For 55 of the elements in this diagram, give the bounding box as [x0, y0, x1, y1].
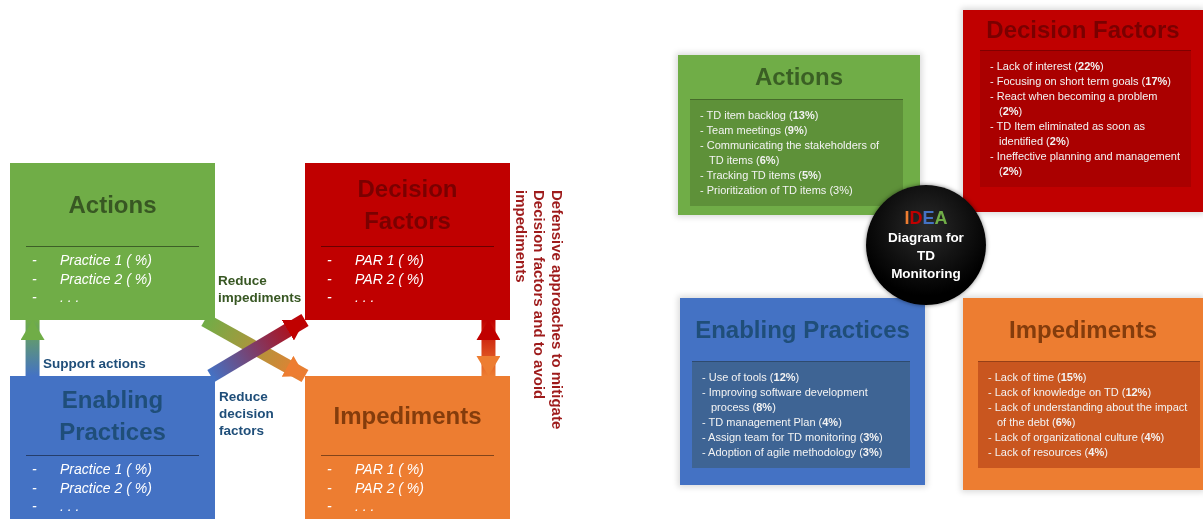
- list-item: - Focusing on short term goals (17%): [990, 74, 1172, 89]
- edge-label: Support actions: [43, 355, 147, 372]
- list-item: - Assign team for TD monitoring (3%): [702, 430, 884, 445]
- card-title: Actions: [755, 63, 843, 91]
- list-item: - Lack of time (15%): [988, 370, 1088, 385]
- list-item: - . . .: [32, 497, 81, 516]
- list-item: - Ineffective planning and management (2%): [990, 149, 1181, 179]
- list-item: - Practice 2 ( %): [32, 478, 153, 497]
- list-item: - PAR 1 ( %): [327, 251, 425, 270]
- list-item: - Lack of organizational culture (4%): [988, 430, 1166, 445]
- arrow: [476, 320, 501, 376]
- category-box: [10, 163, 215, 320]
- list-item: - Lack of resources (4%): [988, 445, 1109, 460]
- list-item: - PAR 2 ( %): [327, 269, 425, 288]
- list-item: - Team meetings (9%): [700, 123, 809, 138]
- list-item: - Practice 1 ( %): [32, 251, 153, 270]
- category-card: [963, 10, 1203, 212]
- list-item: - Practice 1 ( %): [32, 460, 153, 479]
- list-item: - Communicating the stakeholders of TD items (6%): [700, 138, 881, 168]
- box-title: Impediments: [333, 400, 482, 431]
- list-item: - . . .: [327, 497, 376, 516]
- list-item: - . . .: [32, 288, 81, 307]
- category-box: [305, 163, 510, 320]
- edge-label: Reduce decision factors: [219, 388, 275, 439]
- list-item: - Adoption of agile methodology (3%): [702, 445, 884, 460]
- card-title: Impediments: [1009, 315, 1157, 344]
- list-item: - . . .: [327, 288, 376, 307]
- list-item: - TD management Plan (4%): [702, 415, 843, 430]
- edge-label: Reduce impediments: [218, 272, 303, 306]
- list-item: - PAR 2 ( %): [327, 478, 425, 497]
- list-item: - Improving software development process (8%): [702, 385, 869, 415]
- acronym-title: IDEA: [904, 207, 948, 229]
- list-item: - Practice 2 ( %): [32, 269, 153, 288]
- box-title: Enabling Practices: [58, 384, 167, 447]
- edge-label: Defensive approaches to mitigate Decision factors and to avoid impediments: [512, 190, 566, 432]
- list-item: - TD Item eliminated as soon as identified (2%): [990, 119, 1147, 149]
- list-item: - Use of tools (12%): [702, 370, 801, 385]
- list-item: - Lack of interest (22%): [990, 59, 1105, 74]
- list-item: - TD item backlog (13%): [700, 108, 820, 123]
- box-title: Actions: [68, 189, 157, 220]
- category-box: [305, 376, 510, 519]
- list-item: - Lack of knowledge on TD (12%): [988, 385, 1153, 400]
- list-item: - PAR 1 ( %): [327, 460, 425, 479]
- arrow: [20, 320, 45, 376]
- list-item: - Lack of understanding about the impact of the debt (6%): [988, 400, 1189, 430]
- list-item: - Tracking TD items (5%): [700, 168, 823, 183]
- category-box: [10, 376, 215, 519]
- card-title: Enabling Practices: [695, 315, 910, 344]
- card-title: Decision Factors: [986, 16, 1180, 44]
- category-card: [963, 298, 1203, 490]
- box-title: Decision Factors: [356, 173, 459, 236]
- list-item: - React when becoming a problem (2%): [990, 89, 1159, 119]
- category-card: [680, 298, 925, 485]
- circle-text: Diagram for TD Monitoring: [887, 229, 965, 283]
- list-item: - Prioritization of TD items (3%): [700, 183, 854, 198]
